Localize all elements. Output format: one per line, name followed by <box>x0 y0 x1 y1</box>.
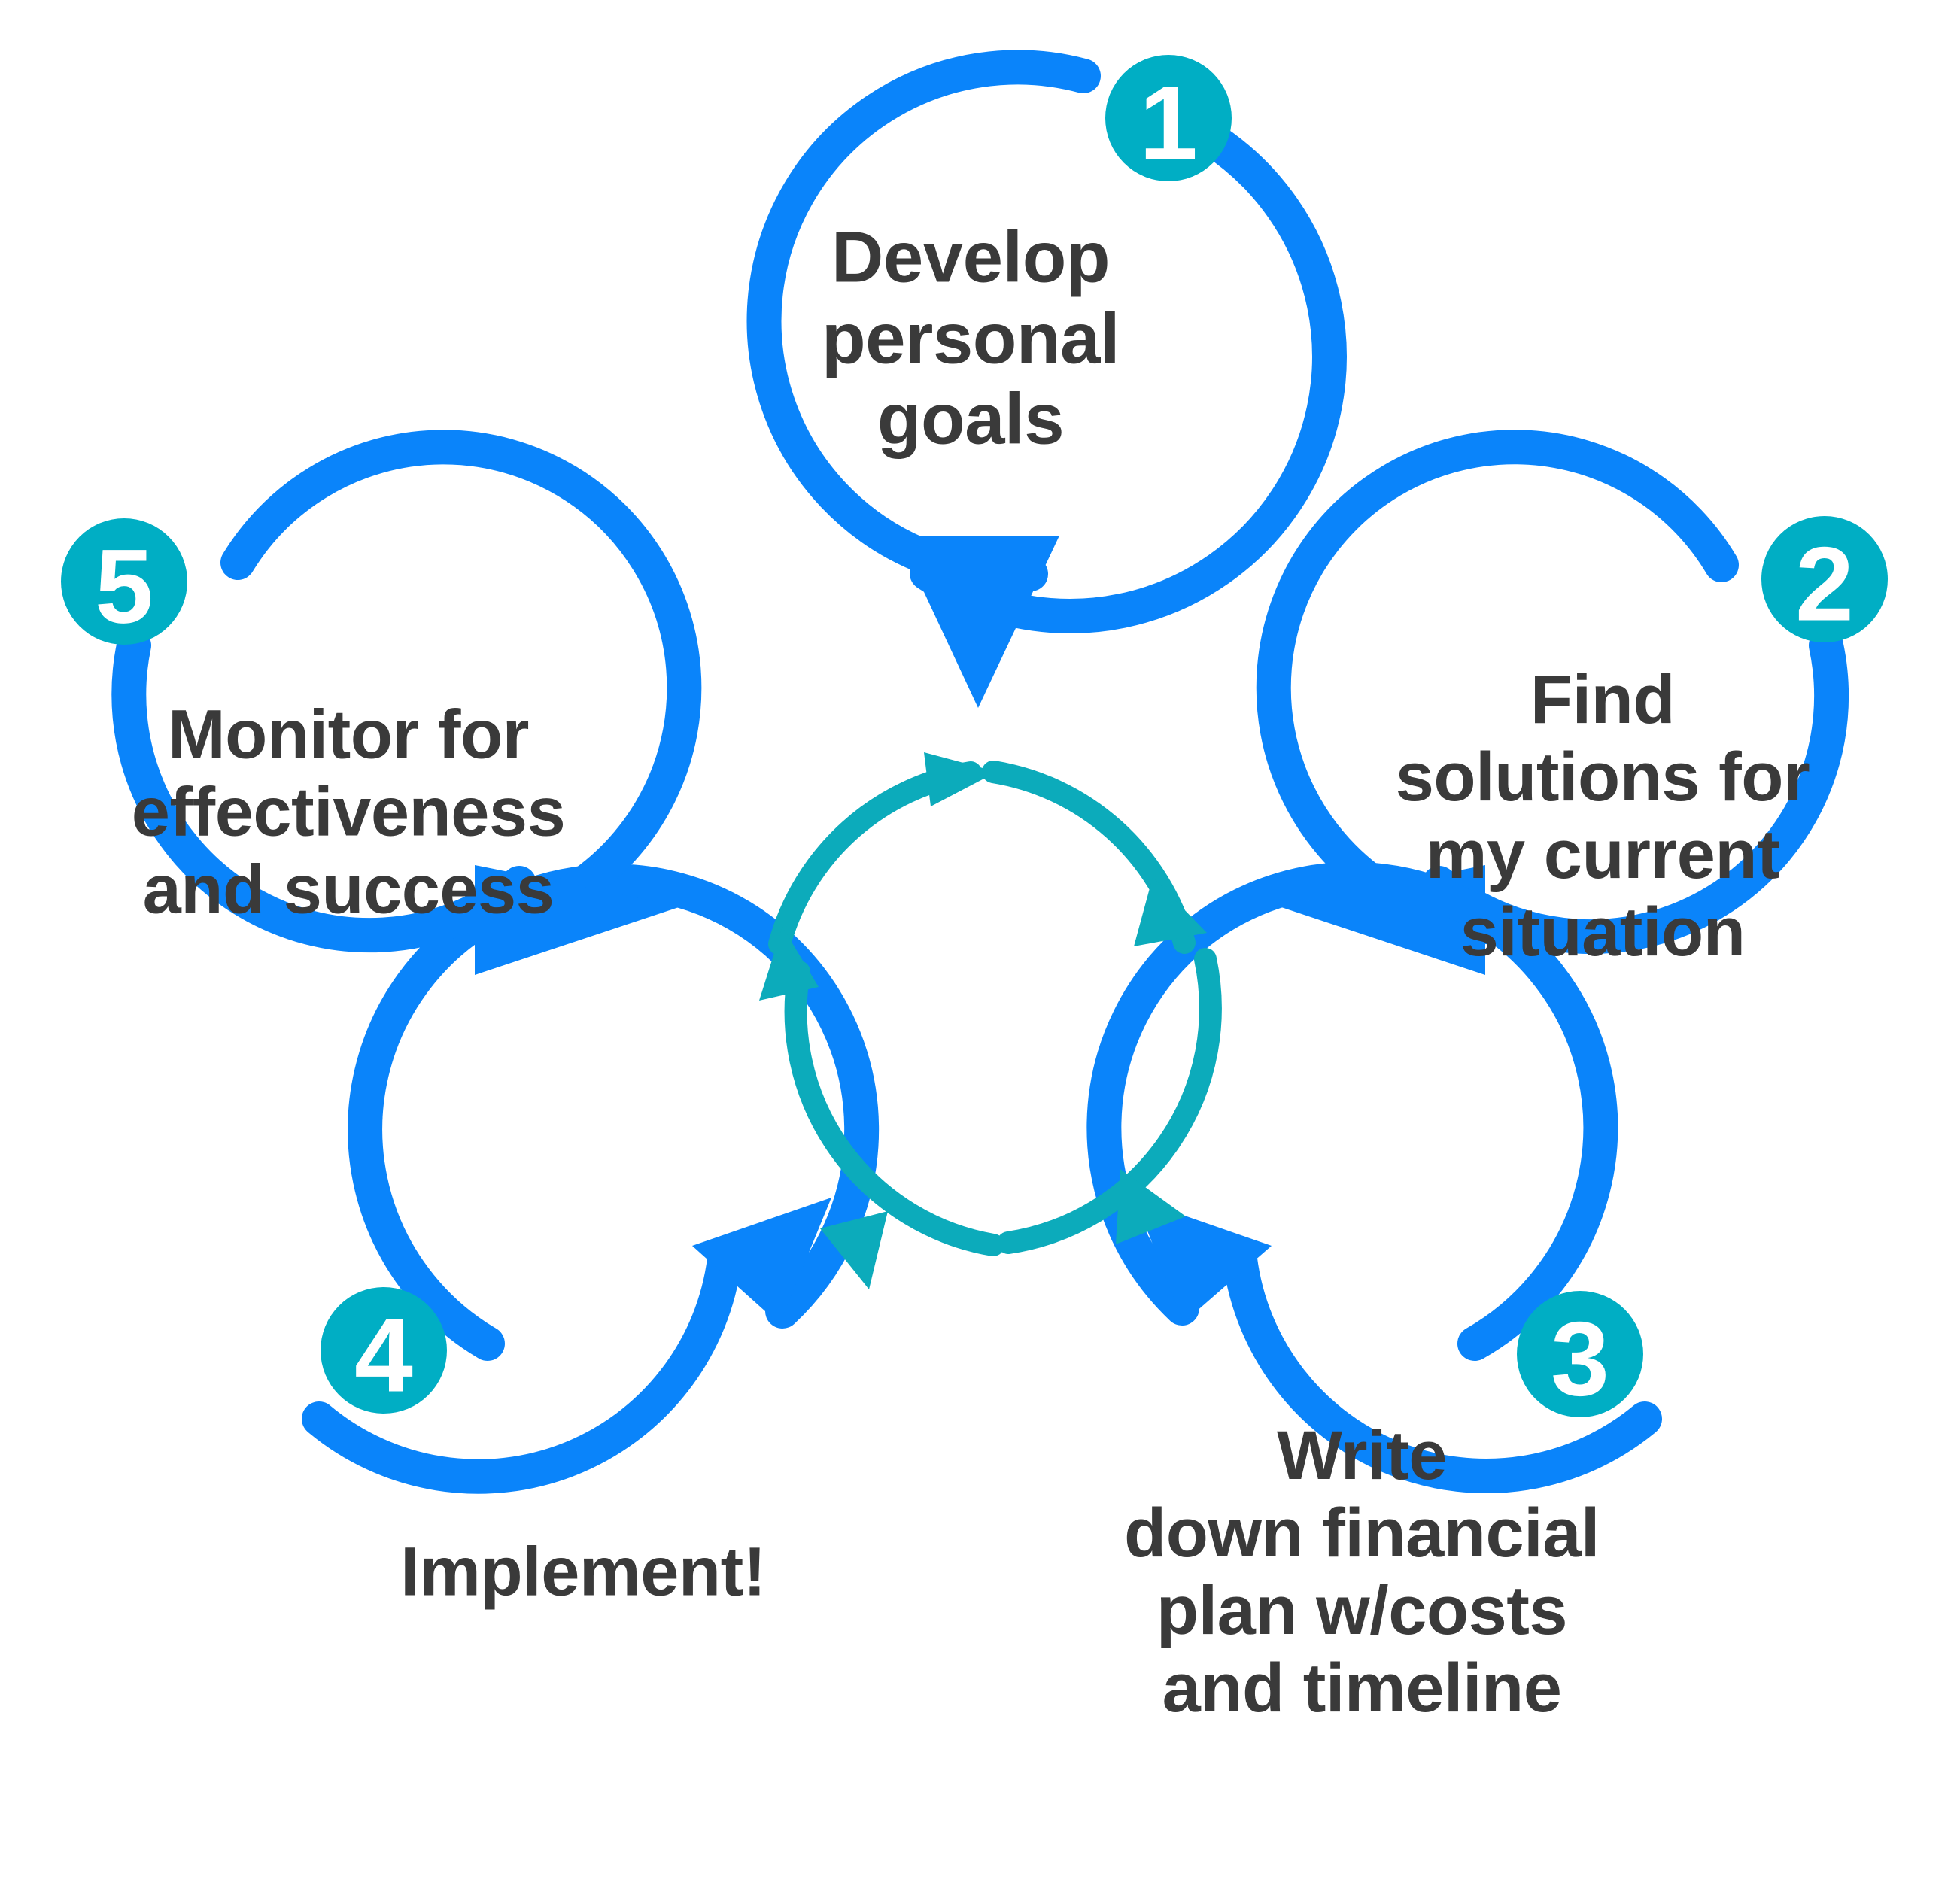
cycle-arc-segment-4 <box>784 961 1004 1256</box>
node-3-ring-arc-main <box>1086 861 1618 1361</box>
node-1-group[interactable]: 1 <box>746 50 1347 708</box>
node-2-ring-arc-secondary <box>1422 628 1849 955</box>
node-5-group[interactable]: 5 <box>61 430 702 975</box>
node-3-ring-arc-secondary <box>1223 1242 1662 1493</box>
node-1-arrow-icon <box>898 536 1059 708</box>
node-3-arrow-icon <box>1135 1198 1272 1322</box>
node-3-group[interactable]: 3 <box>1086 861 1662 1493</box>
node-1-badge[interactable] <box>1105 55 1232 181</box>
node-4-badge-number: 4 <box>354 1296 413 1414</box>
node-3-badge-number: 3 <box>1551 1300 1609 1418</box>
node-5-badge-number: 5 <box>95 527 153 645</box>
node-4-badge[interactable] <box>321 1287 447 1414</box>
cycle-arrowhead-3 <box>1116 1169 1186 1244</box>
node-1-badge-number: 1 <box>1139 64 1198 182</box>
node-1-ring-arc-secondary <box>910 123 1347 634</box>
node-5-badge[interactable] <box>61 518 187 645</box>
node-5-ring-arc-secondary <box>111 628 536 953</box>
node-3-badge[interactable] <box>1517 1291 1643 1417</box>
cycle-arc-segment-3 <box>997 948 1222 1254</box>
node-2-badge[interactable] <box>1761 516 1888 642</box>
node-5-arrow-icon <box>475 865 681 975</box>
cycle-arrowhead-5 <box>759 927 819 1001</box>
node-2-badge-number: 2 <box>1795 525 1854 643</box>
cycle-arrowhead-4 <box>820 1211 888 1289</box>
cycle-arrowhead-1 <box>924 752 997 806</box>
node-4-arrow-icon <box>692 1198 831 1324</box>
node-5-ring-arc-main <box>220 430 702 945</box>
cycle-arrowhead-2 <box>1134 877 1207 946</box>
circular-arrows-icon <box>759 752 1222 1289</box>
node-1-ring-arc-main <box>746 50 1101 592</box>
node-4-ring-arc-secondary <box>302 1242 742 1494</box>
node-2-ring-arc-main <box>1256 430 1739 945</box>
